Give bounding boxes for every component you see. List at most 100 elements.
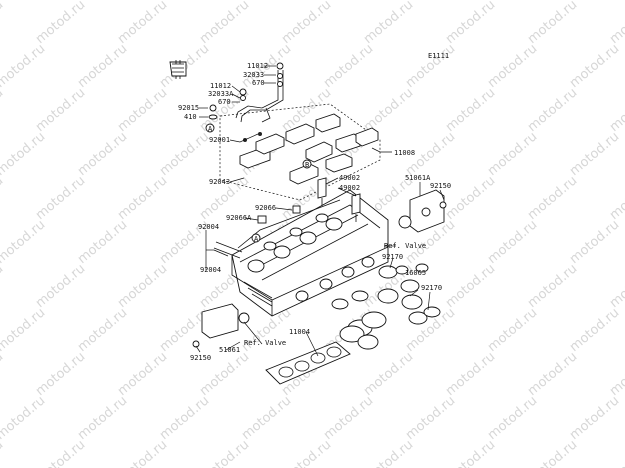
watermark-text: motod.ru [361,437,416,468]
watermark-text: motod.ru [75,0,130,3]
watermark-text: motod.ru [197,437,252,468]
callout-410: 410 [184,113,197,121]
callout-11004: 11004 [289,328,310,336]
oil-pipe [235,62,284,123]
intake-holders [331,263,441,350]
watermark-text: motod.ru [0,129,48,179]
watermark-text: motod.ru [279,437,334,468]
callout-92004-bottom: 92004 [200,266,221,274]
callout-92066: 92066 [255,204,276,212]
callout-49002-a: 49002 [339,174,360,182]
watermark-text: motod.ru [75,393,130,443]
watermark-text: motod.ru [485,0,540,3]
watermark-text: motod.ru [607,261,625,311]
callout-marker-b: B [305,161,309,169]
callout-11008: 11008 [394,149,415,157]
watermark-text: motod.ru [75,129,130,179]
watermark-text: motod.ru [567,41,622,91]
fitting-icon [169,60,187,79]
watermark-text: motod.ru [33,261,88,311]
callout-92170-top: 92170 [382,253,403,261]
watermark-text: motod.ru [0,349,6,399]
watermark-text: motod.ru [0,0,48,3]
watermark-text: motod.ru [0,0,6,47]
callout-92150-left: 92150 [190,354,211,362]
watermark-text: motod.ru [525,85,580,135]
watermark-text: motod.ru [525,349,580,399]
watermark-text: motod.ru [525,0,580,47]
watermark-text: motod.ru [0,305,48,355]
watermark-text: motod.ru [567,0,622,3]
callout-92004-top: 92004 [198,223,219,231]
callout-92066a: 92066A [226,214,252,222]
watermark-text: motod.ru [0,393,48,443]
watermark-text: motod.ru [443,85,498,135]
watermark-text: motod.ru [33,85,88,135]
callout-92043: 92043 [209,178,230,186]
callout-11012-a: 11012 [247,62,268,70]
watermark-text: motod.ru [157,393,212,443]
callout-670-a: 670 [252,79,265,87]
watermark-text: motod.ru [403,41,458,91]
camshaft-cap-group [219,103,381,201]
watermark-text: motod.ru [567,305,622,355]
watermark-text: motod.ru [33,437,88,468]
watermark-text: motod.ru [567,217,622,267]
watermark-text: motod.ru [361,0,416,47]
watermark-text: motod.ru [321,41,376,91]
watermark-text: motod.ru [157,129,212,179]
watermark-text: motod.ru [485,129,540,179]
watermark-text: motod.ru [115,349,170,399]
watermark-text: motod.ru [485,305,540,355]
valve-springs [257,177,361,224]
watermark-text: motod.ru [443,437,498,468]
diagram-id: E1111 [428,52,449,60]
watermark-text: motod.ru [115,173,170,223]
watermark-text: motod.ru [443,349,498,399]
watermark-text: motod.ru [75,41,130,91]
callout-marker-a-bottom: A [254,235,259,243]
callout-ref-valve-left: Ref. Valve [244,339,286,347]
watermark-text: motod.ru [75,217,130,267]
watermark-text: motod.ru [607,173,625,223]
watermark-text: motod.ru [33,173,88,223]
watermark-text: motod.ru [0,217,48,267]
watermark-text: motod.ru [239,393,294,443]
watermark-text: motod.ru [485,41,540,91]
callout-92001: 92001 [209,136,230,144]
camshaft-caps [239,113,379,185]
watermark-text: motod.ru [115,437,170,468]
watermark-text: motod.ru [33,349,88,399]
reference-markers [205,123,312,243]
callout-92170-right: 92170 [421,284,442,292]
watermark-text: motod.ru [403,0,458,3]
watermark-text: motod.ru [567,393,622,443]
watermark-text: motod.ru [75,305,130,355]
cover-plate-left [192,303,250,348]
watermark-text: motod.ru [361,349,416,399]
watermark-text: motod.ru [485,393,540,443]
watermark-text: motod.ru [115,85,170,135]
callout-49002-b: 49002 [339,184,360,192]
callout-32033a: 32033A [208,90,234,98]
watermark-text: motod.ru [197,0,252,47]
watermark-text: motod.ru [525,173,580,223]
watermark-text: motod.ru [0,261,6,311]
watermark-text: motod.ru [239,0,294,3]
head-gasket [265,341,351,385]
watermark-text: motod.ru [239,305,294,355]
watermark-text: motod.ru [321,393,376,443]
watermark-text: motod.ru [525,261,580,311]
watermark-text: motod.ru [0,173,6,223]
watermark-text: motod.ru [607,85,625,135]
watermark-text: motod.ru [525,437,580,468]
callout-ref-valve-right: Ref. Valve [384,242,426,250]
watermark-text: motod.ru [567,129,622,179]
watermark-text: motod.ru [443,173,498,223]
watermark-text: motod.ru [279,0,334,47]
watermark-text: motod.ru [443,0,498,47]
cylinder-head [213,189,389,317]
watermark-text: motod.ru [403,393,458,443]
